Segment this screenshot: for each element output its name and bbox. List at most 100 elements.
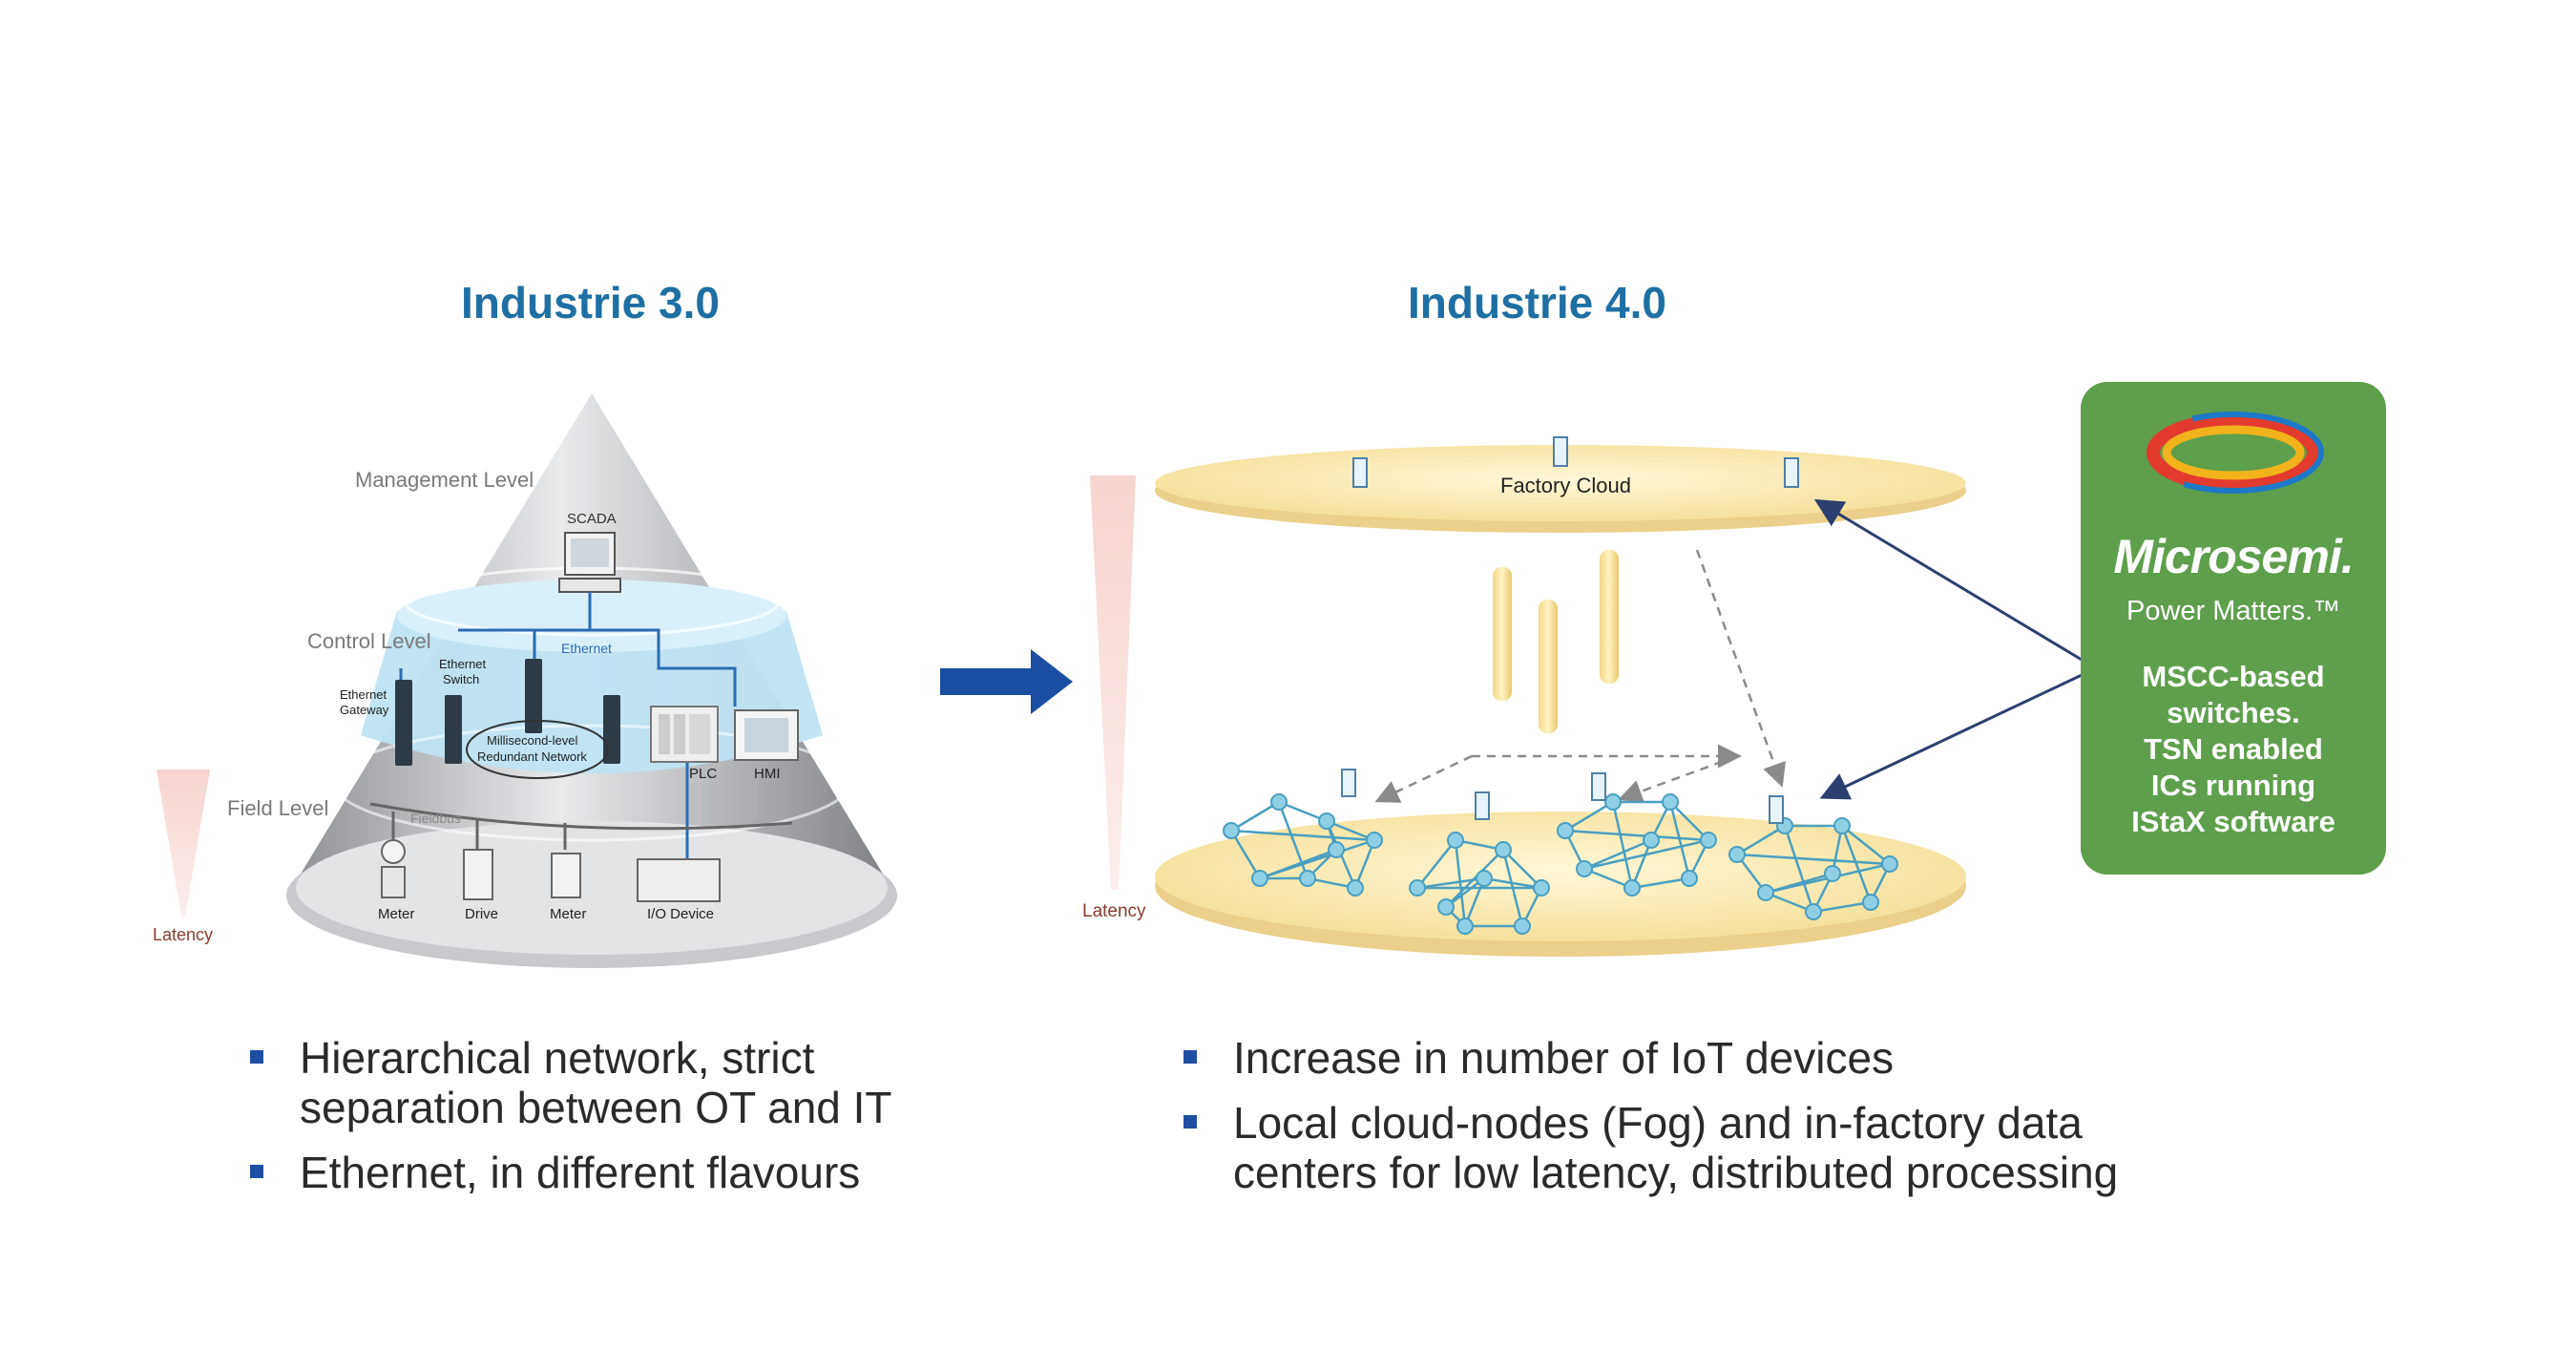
ethernet-switch-label-1: Ethernet: [439, 657, 487, 671]
latency-label-right: Latency: [1082, 901, 1146, 921]
iot-node: [1495, 841, 1512, 858]
mesh-link: [1583, 838, 1652, 871]
microsemi-brand-text: Microsemi.: [2113, 530, 2354, 583]
iot-node: [1623, 879, 1641, 896]
iot-node: [1681, 870, 1698, 887]
iot-node: [1824, 865, 1841, 882]
description-line: ICs running: [2150, 769, 2316, 802]
mesh-link: [1668, 801, 1691, 879]
mesh-link: [1812, 900, 1872, 914]
network-label-1: Millisecond-level: [487, 733, 577, 748]
iot-node: [1409, 879, 1426, 896]
industrie-4-title: Industrie 4.0: [1408, 278, 1666, 327]
mesh-link: [1564, 800, 1614, 833]
bullet-item: Local cloud-nodes (Fog) and in-factory d…: [1183, 1098, 2118, 1197]
bullet-item: Hierarchical network, strict separation …: [250, 1033, 892, 1132]
mesh-link: [1501, 849, 1524, 927]
description-line: TSN enabled: [2144, 732, 2323, 766]
cloud-server-icons: [1352, 436, 1799, 488]
iot-node: [1251, 870, 1268, 887]
mesh-link: [1736, 824, 1786, 856]
bullet-item: Increase in number of IoT devices: [1183, 1033, 2118, 1083]
control-level-label: Control Level: [307, 629, 431, 653]
latency-wedge-left: [157, 770, 210, 917]
fog-nodes-disk: [1155, 812, 1966, 957]
iot-node: [1533, 879, 1550, 896]
scada-computer-icon: [558, 532, 621, 593]
ethernet-label: Ethernet: [561, 641, 612, 656]
fog-node-server-icons: [1341, 769, 1784, 824]
bullet-square-icon: [1183, 1050, 1197, 1064]
iot-node: [1643, 832, 1660, 849]
mesh-link: [1416, 839, 1456, 889]
iot-node: [1833, 817, 1851, 834]
fog-pillars: [1493, 550, 1619, 733]
iot-node: [1662, 793, 1679, 811]
mesh-link: [1841, 825, 1891, 865]
iot-node: [1700, 832, 1717, 849]
pyramid-cone: [286, 393, 897, 968]
mesh-link: [1840, 825, 1873, 903]
bullet-square-icon: [1183, 1115, 1197, 1129]
iot-mesh-clusters: [1223, 793, 1898, 935]
meter-1-label: Meter: [378, 906, 414, 922]
bullet-line: Increase in number of IoT devices: [1233, 1033, 1895, 1083]
industrie-3-bullets: Hierarchical network, strict separation …: [250, 1033, 892, 1213]
network-label-2: Redundant Network: [477, 749, 587, 764]
description-line: switches.: [2167, 696, 2300, 729]
iot-node: [1318, 812, 1335, 830]
microsemi-pointer-arrows: [1813, 498, 2097, 800]
iot-node: [1270, 793, 1288, 811]
factory-cloud-label: Factory Cloud: [1500, 474, 1631, 497]
mesh-link: [1277, 801, 1309, 879]
iot-node: [1456, 918, 1474, 935]
mesh-link: [1783, 825, 1815, 913]
plc-label: PLC: [689, 766, 717, 782]
iot-node: [1447, 832, 1464, 849]
industrie-3-title: Industrie 3.0: [461, 278, 720, 327]
iot-node: [1366, 832, 1383, 849]
ethernet-gateway-label-2: Gateway: [340, 703, 389, 717]
mesh-link: [1564, 829, 1709, 842]
redundant-network-ring: [466, 720, 609, 779]
dashed-connections: [1374, 549, 1786, 803]
iot-node: [1299, 870, 1316, 887]
bullet-line: centers for low latency, distributed pro…: [1233, 1148, 2119, 1197]
iot-node: [1328, 841, 1345, 858]
mesh-link: [1611, 801, 1634, 889]
scada-label: SCADA: [567, 511, 617, 527]
bullet-text: Local cloud-nodes (Fog) and in-factory d…: [1233, 1098, 2118, 1197]
iot-node: [1862, 894, 1879, 911]
latency-wedge-right: [1090, 475, 1136, 890]
iot-node: [1881, 855, 1898, 873]
hmi-label: HMI: [754, 766, 781, 782]
meter-2-label: Meter: [550, 906, 586, 922]
iot-node: [1805, 903, 1822, 920]
fieldbus-lines: [369, 802, 793, 850]
bullet-square-icon: [250, 1050, 263, 1064]
mesh-link: [1502, 849, 1542, 889]
mesh-link: [1230, 800, 1280, 833]
bullet-line: Local cloud-nodes (Fog) and in-factory d…: [1233, 1098, 2083, 1148]
mesh-link: [1631, 876, 1690, 890]
mesh-link: [1669, 801, 1709, 841]
ethernet-switch-icons: [395, 659, 620, 766]
iot-node: [1476, 870, 1493, 887]
transition-arrow: [940, 649, 1073, 714]
iot-node: [1557, 822, 1574, 839]
mesh-link: [1454, 839, 1467, 927]
iot-node: [1223, 822, 1240, 839]
iot-node: [1514, 918, 1531, 935]
bullet-text: Hierarchical network, strict separation …: [300, 1033, 892, 1132]
latency-label-left: Latency: [153, 925, 213, 944]
bullet-square-icon: [250, 1165, 263, 1178]
plc-icon: [650, 706, 719, 763]
bullet-line: separation between OT and IT: [300, 1083, 892, 1132]
ethernet-switch-label-2: Switch: [443, 672, 479, 686]
microsemi-swirl-logo: [2143, 411, 2324, 494]
mesh-link: [1736, 853, 1891, 866]
field-device-icons: [381, 839, 721, 902]
description-line: IStaX software: [2131, 805, 2335, 838]
hmi-icon: [734, 709, 799, 761]
